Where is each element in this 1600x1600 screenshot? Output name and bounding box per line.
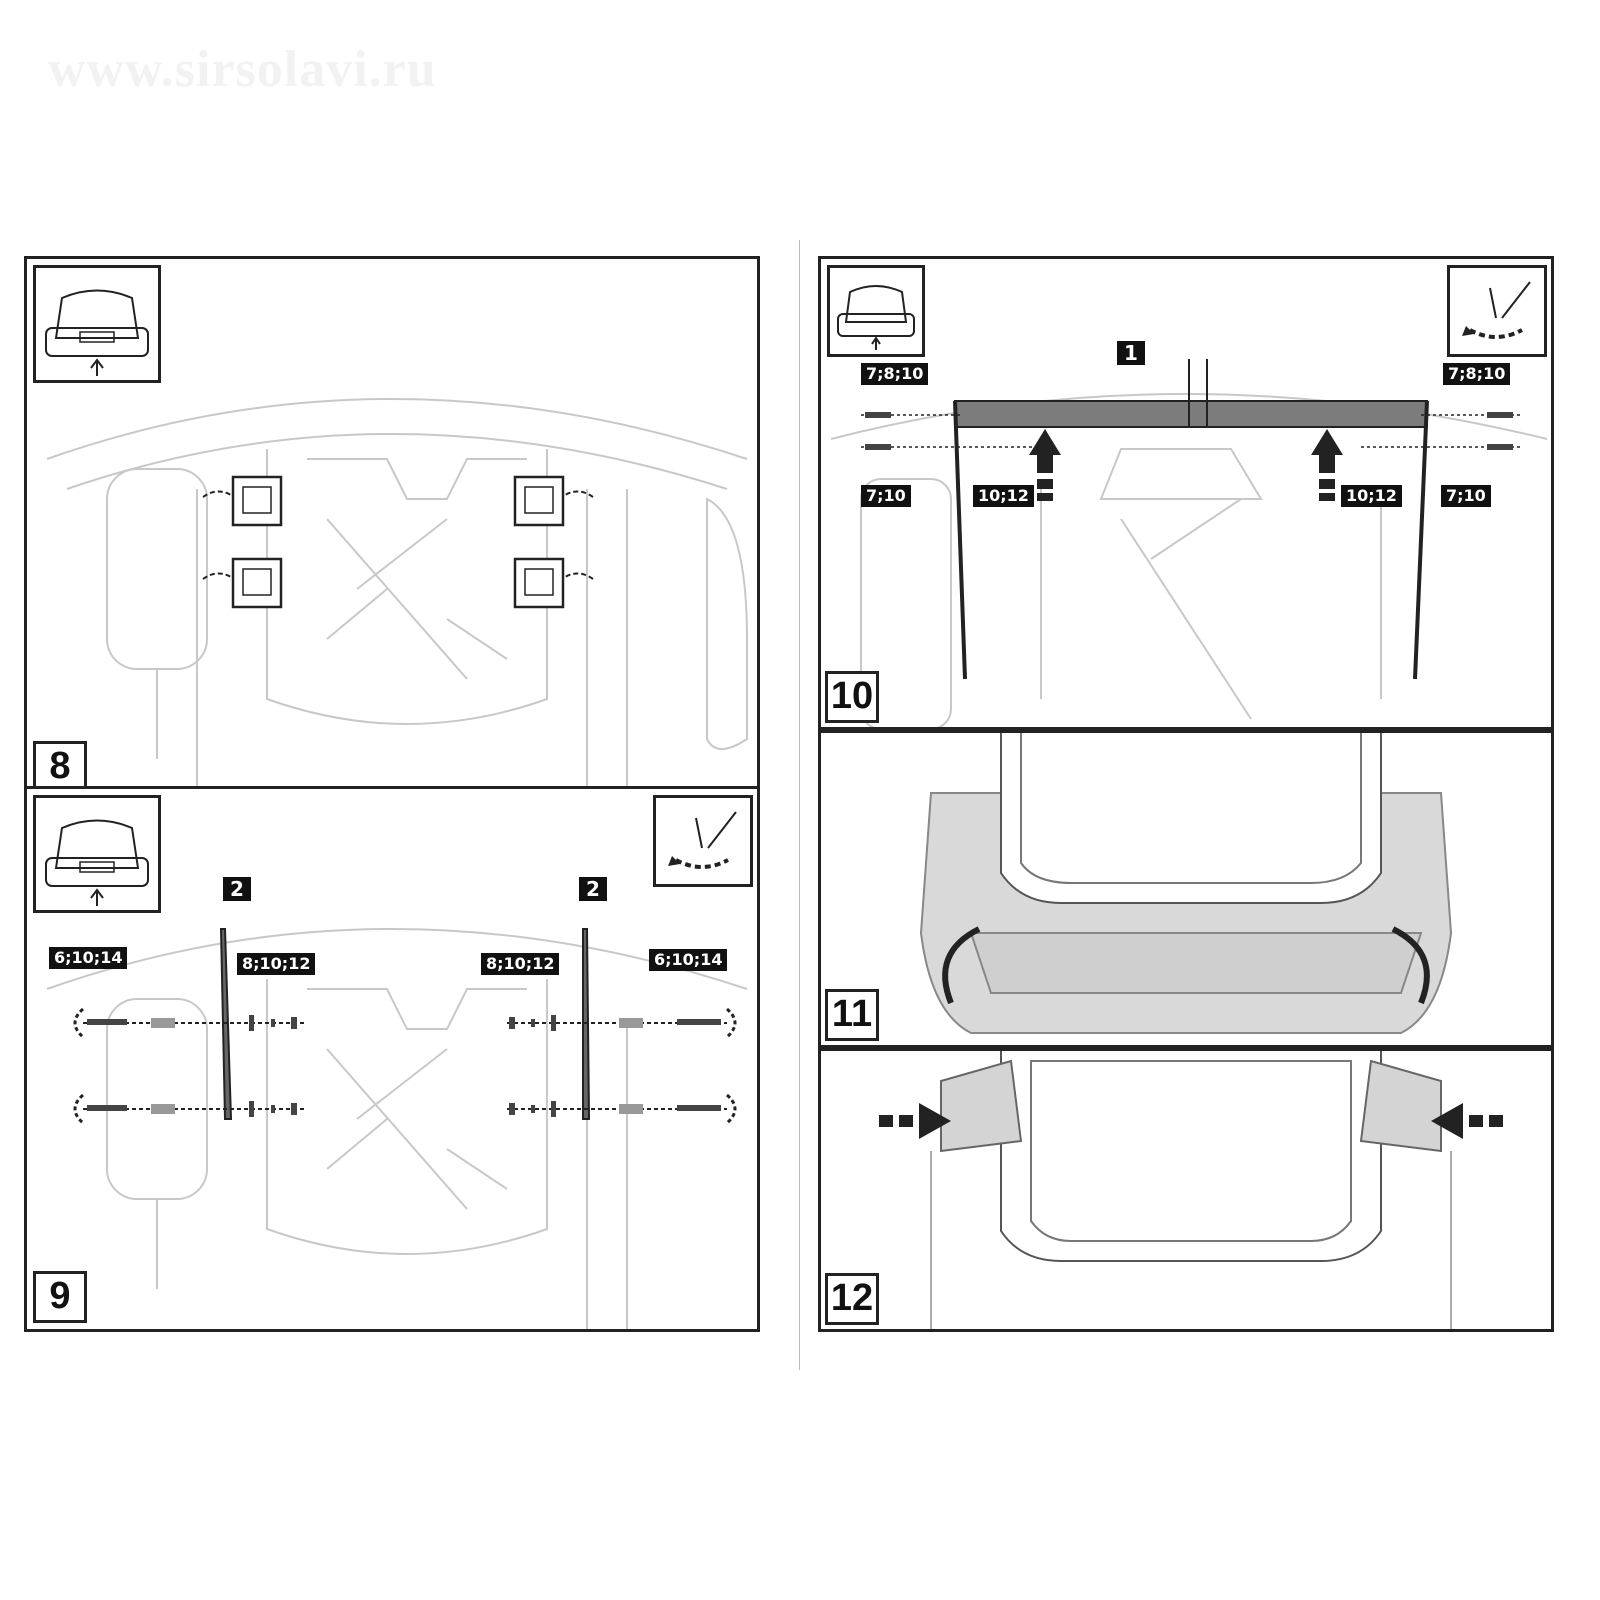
watermark: www.sirsolavi.ru bbox=[48, 41, 437, 98]
underbody-drawing bbox=[46, 398, 748, 799]
step-number: 12 bbox=[825, 1273, 879, 1325]
step-number: 11 bbox=[825, 989, 879, 1041]
car-rear-view-icon bbox=[827, 265, 925, 357]
torque-wrench-icon bbox=[1447, 265, 1547, 357]
hardware-label: 10;12 bbox=[973, 485, 1034, 507]
arrow-icon bbox=[202, 490, 594, 580]
hardware-label: 8;10;12 bbox=[237, 953, 316, 975]
hardware-label: 10;12 bbox=[1341, 485, 1402, 507]
panel-step-11: 11 bbox=[818, 730, 1554, 1048]
step-number: 8 bbox=[33, 741, 87, 793]
panel-step-12: 12 bbox=[818, 1048, 1554, 1332]
underbody-drawing bbox=[46, 928, 748, 1329]
hardware-label: 8;10;12 bbox=[481, 953, 560, 975]
panel-step-8: 8 bbox=[24, 256, 760, 802]
rotate-arrow-icon bbox=[73, 1007, 737, 1125]
hardware-label: 7;8;10 bbox=[1443, 363, 1511, 385]
hardware-label: 6;10;14 bbox=[649, 949, 728, 971]
tail-light-drawing bbox=[879, 1051, 1503, 1329]
car-rear-view-icon bbox=[33, 795, 161, 913]
page-divider bbox=[799, 240, 800, 1370]
hardware-label: 7;10 bbox=[1441, 485, 1491, 507]
part-label: 2 bbox=[223, 877, 251, 901]
bumper-drawing bbox=[919, 733, 1453, 1034]
step-number: 10 bbox=[825, 671, 879, 723]
arrow-icon bbox=[879, 1103, 1503, 1139]
rotate-arrow-icon bbox=[942, 926, 1430, 1005]
part-label: 1 bbox=[1117, 341, 1145, 365]
panel-step-9: 2 2 6;10;14 8;10;12 8;10;12 6;10;14 9 bbox=[24, 786, 760, 1332]
arrow-icon bbox=[1029, 429, 1343, 501]
hardware-label: 6;10;14 bbox=[49, 947, 128, 969]
hardware-label: 7;8;10 bbox=[861, 363, 929, 385]
panel-step-10: 1 7;8;10 7;8;10 7;10 10;12 10;12 7;10 10 bbox=[818, 256, 1554, 730]
torque-wrench-icon bbox=[653, 795, 753, 887]
clip-icon bbox=[231, 475, 565, 609]
underbody-drawing bbox=[830, 359, 1548, 727]
part-label: 2 bbox=[579, 877, 607, 901]
beam-part-1 bbox=[953, 359, 1429, 680]
car-rear-view-icon bbox=[33, 265, 161, 383]
step-number: 9 bbox=[33, 1271, 87, 1323]
hardware-label: 7;10 bbox=[861, 485, 911, 507]
bolt-row bbox=[83, 1022, 727, 1110]
